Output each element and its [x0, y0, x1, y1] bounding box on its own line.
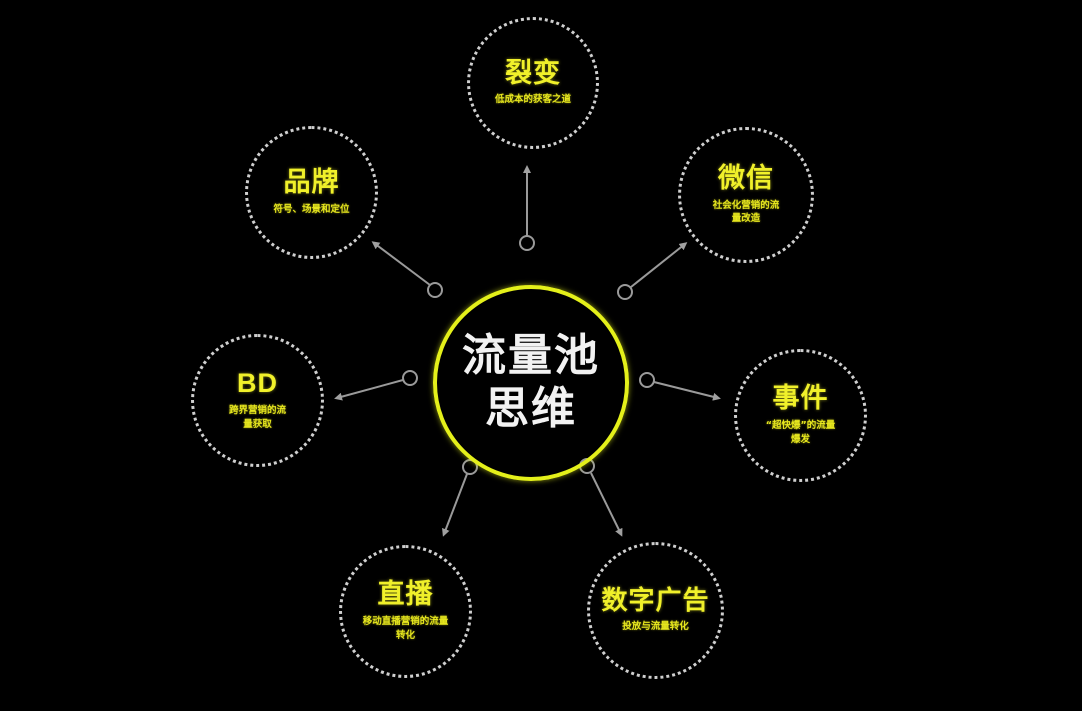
connector-brand: [371, 241, 443, 298]
node-live: 直播 移动直播营销的流量转化: [339, 545, 472, 678]
node-event: 事件 “超快爆”的流量爆发: [734, 349, 867, 482]
node-subtitle: 符号、场景和定位: [273, 203, 350, 215]
node-digital-ads: 数字广告 投放与流量转化: [587, 542, 724, 679]
node-subtitle: 低成本的获客之道: [494, 94, 571, 106]
node-bd: BD 跨界营销的流量获取: [191, 334, 324, 467]
connector-event: [639, 372, 721, 401]
node-title: 微信: [718, 162, 774, 194]
node-subtitle: 投放与流量转化: [622, 621, 689, 633]
connector-live: [442, 459, 478, 537]
node-brand: 品牌 符号、场景和定位: [245, 126, 378, 259]
center-title-line1: 流量池: [462, 330, 600, 382]
node-subtitle: 跨界营销的流量获取: [228, 405, 286, 430]
node-wechat: 微信 社会化营销的流量改造: [678, 127, 814, 263]
node-subtitle: 社会化营销的流量改造: [712, 199, 780, 225]
node-title: 直播: [377, 579, 434, 611]
center-title-line2: 思维: [485, 383, 577, 434]
node-subtitle: 移动直播营销的流量转化: [362, 616, 449, 641]
connector-digital-ads: [579, 458, 623, 537]
node-title: 数字广告: [601, 585, 710, 616]
node-title: 裂变: [505, 57, 561, 89]
node-title: 品牌: [283, 167, 340, 199]
node-title: BD: [237, 368, 278, 399]
connector-fission: [519, 165, 535, 251]
connector-wechat: [617, 242, 688, 300]
center-hub: 流量池 思维: [433, 285, 629, 481]
node-fission: 裂变 低成本的获客之道: [467, 17, 599, 149]
connector-bd: [334, 370, 418, 401]
node-title: 事件: [772, 383, 829, 415]
node-subtitle: “超快爆”的流量爆发: [765, 420, 836, 445]
